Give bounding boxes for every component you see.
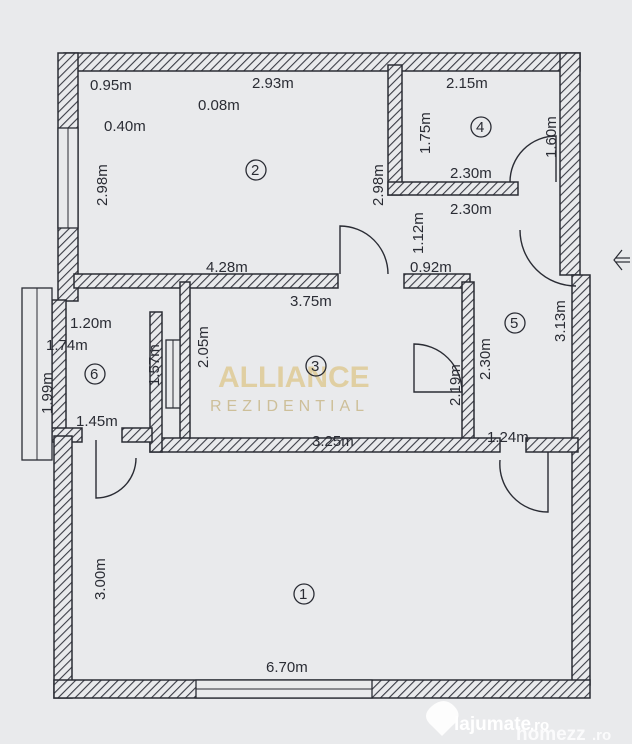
svg-text:6: 6	[90, 366, 98, 383]
homezz-logo: homezz	[516, 724, 586, 744]
lajumate-logo: lajumate	[454, 714, 531, 735]
dim-label: 2.15m	[446, 75, 488, 92]
dim-label: 3.75m	[290, 293, 332, 310]
dim-label: 2.98m	[370, 164, 387, 206]
dim-label: 2.30m	[477, 338, 494, 380]
dim-label: 1.45m	[76, 413, 118, 430]
lajumate-logo-icon	[426, 701, 459, 736]
svg-text:5: 5	[510, 315, 518, 332]
door-room3	[413, 343, 463, 393]
watermark-sub: REZIDENTIAL	[210, 398, 369, 415]
dim-label: 2.30m	[450, 165, 492, 182]
watermark-brand: ALLIANCE	[218, 361, 370, 394]
dim-label: 0.08m	[198, 97, 240, 114]
svg-text:1: 1	[299, 586, 307, 603]
homezz-logo-suffix: .ro	[592, 727, 611, 744]
dim-label: 0.95m	[90, 77, 132, 94]
dim-label: 6.70m	[266, 659, 308, 676]
dim-label: 2.30m	[450, 201, 492, 218]
svg-text:3: 3	[311, 358, 319, 375]
dim-label: 1.20m	[70, 315, 112, 332]
dim-label: 2.05m	[195, 326, 212, 368]
watermark: ALLIANCE REZIDENTIAL	[210, 361, 370, 415]
dim-label: 2.98m	[94, 164, 111, 206]
dim-label: 3.00m	[92, 558, 109, 600]
room-5-label: 5	[504, 312, 526, 334]
door-room4	[509, 135, 557, 183]
dim-label: 3.25m	[312, 433, 354, 450]
room-4-label: 4	[470, 116, 492, 138]
room-6-label: 6	[84, 363, 106, 385]
svg-text:4: 4	[476, 119, 484, 136]
svg-text:2: 2	[251, 162, 259, 179]
dim-label: 1.57m	[146, 344, 163, 386]
lajumate-logo-suffix: .ro	[530, 717, 549, 734]
walls	[51, 52, 591, 699]
room-labels: 1 2 3 4 5 6	[84, 116, 526, 605]
entry-arrow-icon	[613, 249, 630, 271]
room-2-label: 2	[245, 159, 267, 181]
dimension-labels: 0.95m 2.93m 0.08m 0.40m 2.15m 1.75m 1.60…	[39, 75, 569, 676]
dim-label: 2.19m	[447, 364, 464, 406]
room-3-label: 3	[305, 355, 327, 377]
dim-label: 1.74m	[46, 337, 88, 354]
dim-label: 0.92m	[410, 259, 452, 276]
dim-label: 1.99m	[39, 372, 56, 414]
dim-label: 1.24m	[487, 429, 529, 446]
door-entrance	[519, 229, 577, 287]
site-logos: lajumate .ro homezz .ro	[426, 701, 611, 744]
door-room1	[499, 452, 549, 513]
room-1-label: 1	[293, 583, 315, 605]
dim-label: 1.60m	[543, 116, 560, 158]
dim-label: 1.75m	[417, 112, 434, 154]
dim-label: 2.93m	[252, 75, 294, 92]
dim-label: 4.28m	[206, 259, 248, 276]
dim-label: 1.12m	[410, 212, 427, 254]
doors	[95, 135, 577, 513]
dim-label: 0.40m	[104, 118, 146, 135]
dim-label: 3.13m	[552, 300, 569, 342]
door-room6	[95, 440, 137, 499]
door-room2	[339, 225, 389, 275]
